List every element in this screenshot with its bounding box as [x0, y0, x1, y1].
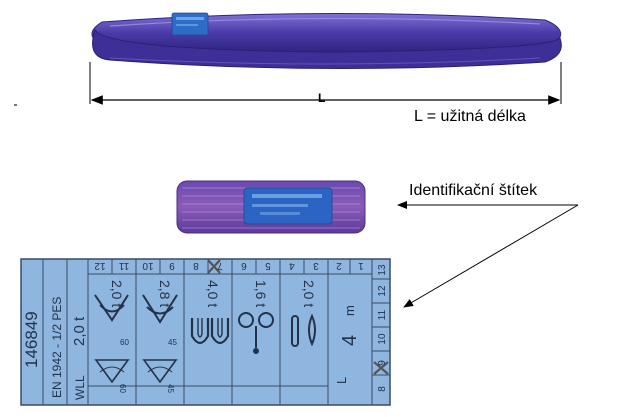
symbol-vertical-lift: [291, 313, 316, 347]
identification-label-caption: Identifikační štítek: [409, 182, 538, 199]
tag-load-2: 2,8 t: [157, 280, 173, 307]
tag-top-number: 12: [94, 260, 106, 271]
tag-load-3: 4,0 t: [205, 280, 221, 307]
identification-tag: 146849 EN 1942 - 1/2 PES WLL 2,0 t 2,0 t…: [20, 258, 391, 406]
tag-cross-mark-side: [373, 361, 389, 375]
tag-wll-value: 2,0 t: [71, 316, 88, 346]
symbol-u-basket: [190, 318, 230, 345]
tag-wll-label: WLL: [73, 375, 87, 400]
tag-angle-1: 60: [120, 338, 129, 347]
tag-top-number: 2: [336, 260, 342, 271]
tag-load-4: 1,6 t: [253, 280, 269, 307]
tag-right-number: 13: [377, 264, 388, 276]
tag-top-number: 1: [358, 260, 364, 271]
tag-top-number: 8: [193, 260, 199, 271]
tag-right-numbers: 13 12 11 10 9 8: [377, 264, 388, 392]
tag-length-code: L: [334, 377, 349, 384]
tag-top-number: 9: [169, 260, 175, 271]
sling-loop-front: [92, 28, 562, 70]
tag-cross-mark-top: [207, 259, 221, 274]
tag-standard: EN 1942 - 1/2 PES: [50, 297, 64, 398]
round-sling: [91, 12, 562, 70]
tag-top-number: 3: [313, 260, 319, 271]
symbol-basket-45: [142, 294, 178, 384]
tag-load-1: 2,0 t: [109, 280, 125, 307]
tag-top-number: 11: [118, 260, 129, 271]
symbol-choke-hitch: [238, 312, 274, 354]
callout-arrows: [397, 201, 579, 308]
tag-serial: 146849: [22, 311, 41, 368]
tag-right-number: 10: [377, 333, 388, 345]
tag-top-number: 7: [217, 260, 223, 271]
tag-top-number: 5: [265, 260, 271, 271]
tag-right-number: 8: [377, 386, 388, 392]
tag-top-numbers: 12 11 10 9 8 7 6 5 4 3 2 1: [94, 260, 364, 271]
tag-right-number: 9: [377, 360, 388, 366]
tag-load-5: 2,0 t: [301, 280, 317, 307]
tag-angle-3: 45: [168, 338, 177, 347]
tag-angle-4: 45: [166, 384, 175, 393]
tag-right-number: 12: [377, 285, 388, 297]
tag-top-number: 4: [289, 260, 295, 271]
length-dimension: [14, 62, 562, 106]
tag-angle-2: 60: [118, 384, 127, 393]
tag-right-number: 11: [377, 309, 388, 320]
symbol-basket-60: [94, 294, 130, 384]
folded-sling: [176, 180, 366, 234]
dimension-letter: L: [318, 91, 326, 105]
tag-length-value: 4: [339, 335, 361, 346]
tag-top-number: 6: [241, 260, 247, 271]
tag-top-number: 10: [142, 260, 154, 271]
tag-length-unit: m: [342, 305, 357, 316]
dimension-caption: L = užitná délka: [414, 108, 526, 125]
